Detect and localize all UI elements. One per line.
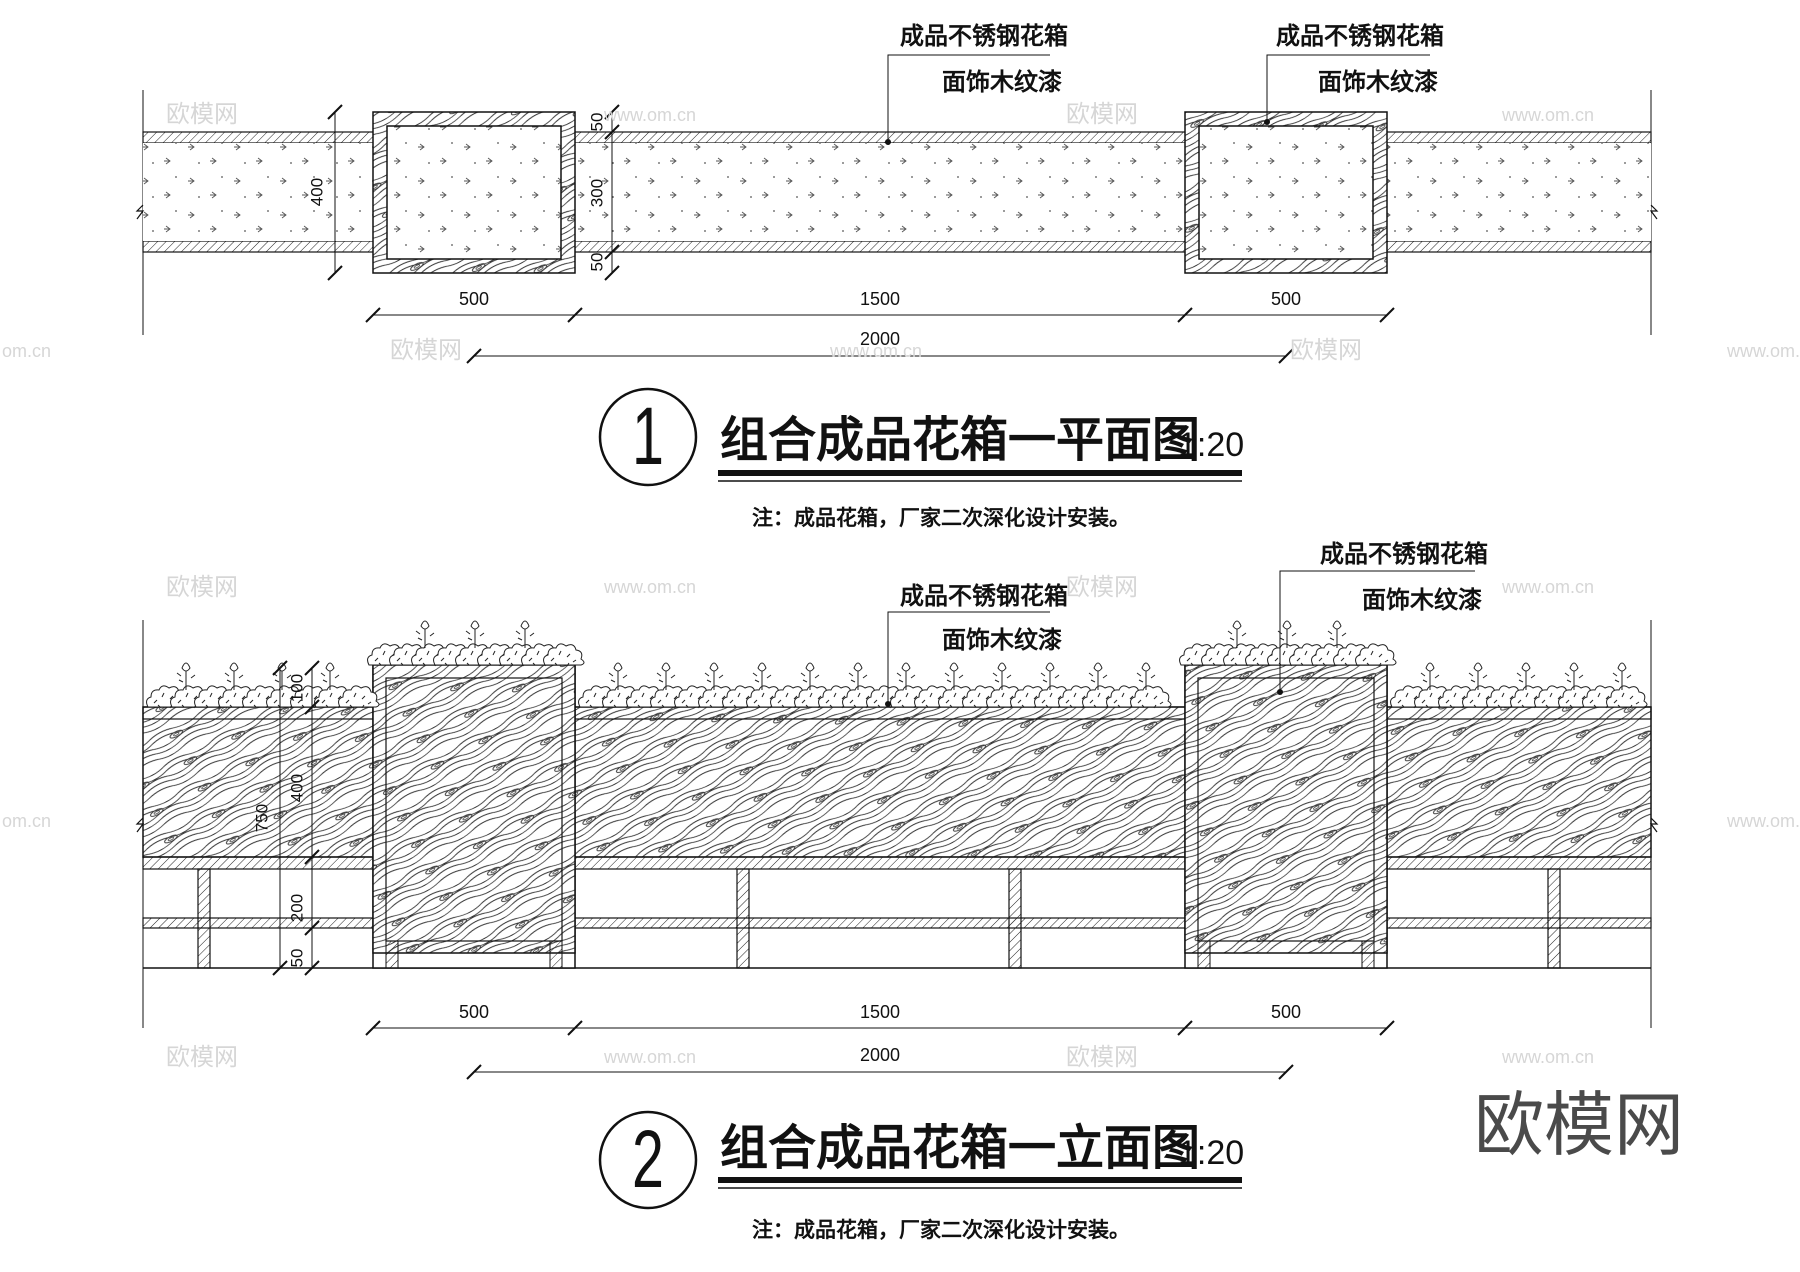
watermark-url: www.om.cn bbox=[1502, 105, 1595, 125]
plant-flower bbox=[1420, 662, 1440, 691]
plant-flower bbox=[224, 662, 244, 691]
watermark-brand: 欧模网 bbox=[390, 336, 462, 364]
plant-flower bbox=[656, 662, 676, 691]
plan-break-left bbox=[135, 204, 145, 220]
plan-planter-box-1-inner bbox=[386, 125, 562, 260]
elev-callout-1-leader bbox=[887, 611, 1050, 704]
elev-leg-4 bbox=[1547, 868, 1561, 969]
plan-callout-2-leader bbox=[1266, 54, 1430, 122]
elevation-view bbox=[135, 570, 1659, 1210]
watermark-url: www.om.cn bbox=[830, 341, 923, 361]
elev-lower-rail bbox=[142, 917, 1652, 929]
watermark-url: www.om.cn bbox=[1502, 1047, 1595, 1067]
elev-dim-2000: 2000 bbox=[859, 1045, 901, 1065]
watermark-url: www.om.cn bbox=[604, 1047, 697, 1067]
elev-dim-100: 100 bbox=[287, 673, 307, 703]
elev-callout-2-leader bbox=[1279, 570, 1475, 692]
watermark-brand: 欧模网 bbox=[166, 1043, 238, 1071]
plan-callout-1-line1: 成品不锈钢花箱 bbox=[900, 22, 1068, 50]
elev-dim-50: 50 bbox=[287, 948, 307, 968]
watermark-url: www.om.cn bbox=[1727, 341, 1800, 361]
elev-long-planter bbox=[142, 706, 1652, 858]
elev-title-circle bbox=[598, 1110, 698, 1210]
elev-plants bbox=[146, 620, 1648, 709]
elev-leg-3 bbox=[1008, 868, 1022, 969]
plant-flower bbox=[1468, 662, 1488, 691]
plan-title: 组合成品花箱一平面图 bbox=[720, 412, 1201, 468]
plant-flower bbox=[1277, 620, 1297, 649]
elev-dim-200: 200 bbox=[287, 893, 307, 923]
watermark-url: www.om.cn bbox=[604, 577, 697, 597]
plan-dim-1500: 1500 bbox=[859, 289, 901, 309]
plant-flower bbox=[1040, 662, 1060, 691]
plant-flower bbox=[1088, 662, 1108, 691]
plan-bottom-rail bbox=[142, 240, 1652, 253]
elev-dim-1500: 1500 bbox=[859, 1002, 901, 1022]
plant-flower bbox=[465, 620, 485, 649]
plan-dim-300: 300 bbox=[587, 178, 607, 208]
plan-dim-500-right: 500 bbox=[1270, 289, 1302, 309]
elev-panel-bottom-rail bbox=[142, 856, 1652, 870]
elev-dim-750: 750 bbox=[252, 803, 272, 833]
elev-dim-500-right: 500 bbox=[1270, 1002, 1302, 1022]
plan-callout-2-line1: 成品不锈钢花箱 bbox=[1276, 22, 1444, 50]
elev-scale: 1:20 bbox=[1178, 1134, 1245, 1172]
plant-flower bbox=[320, 662, 340, 691]
plant-flower bbox=[704, 662, 724, 691]
elev-leg-1 bbox=[197, 868, 211, 969]
plan-planter-box-2-inner bbox=[1198, 125, 1374, 260]
elev-leg-2 bbox=[736, 868, 750, 969]
plant-flower bbox=[896, 662, 916, 691]
elev-title-number: 2 bbox=[632, 1114, 664, 1205]
plan-note: 注：成品花箱，厂家二次深化设计安装。 bbox=[752, 506, 1130, 530]
plant-flower bbox=[992, 662, 1012, 691]
elev-callout-1-line1: 成品不锈钢花箱 bbox=[900, 582, 1068, 610]
plan-scale: 1:20 bbox=[1178, 426, 1245, 464]
plan-dim-2000: 2000 bbox=[859, 329, 901, 349]
plant-flower bbox=[752, 662, 772, 691]
watermark-url: www.om.cn bbox=[1727, 811, 1800, 831]
watermark-brand: 欧模网 bbox=[166, 573, 238, 601]
plan-dim-50-top: 50 bbox=[587, 112, 607, 132]
watermark-brand: 欧模网 bbox=[1066, 100, 1138, 128]
watermark-brand: 欧模网 bbox=[1066, 573, 1138, 601]
plan-dim-400: 400 bbox=[307, 177, 327, 207]
plan-callout-1-line2: 面饰木纹漆 bbox=[942, 68, 1062, 96]
plant-flower bbox=[944, 662, 964, 691]
elev-callout-2-line2: 面饰木纹漆 bbox=[1362, 586, 1482, 614]
plan-planting-bed bbox=[143, 143, 1651, 241]
plant-flower bbox=[608, 662, 628, 691]
watermark-brand: 欧模网 bbox=[1066, 1043, 1138, 1071]
plan-dim-50-bottom: 50 bbox=[587, 252, 607, 272]
plant-flower bbox=[176, 662, 196, 691]
plan-break-right bbox=[1649, 204, 1659, 220]
watermark-url: www.om.cn bbox=[1502, 577, 1595, 597]
plant-flower bbox=[1136, 662, 1156, 691]
watermark-brand: 欧模网 bbox=[166, 100, 238, 128]
elev-callout-2-line1: 成品不锈钢花箱 bbox=[1320, 540, 1488, 568]
plant-flower bbox=[1564, 662, 1584, 691]
watermark-brand: 欧模网 bbox=[1290, 336, 1362, 364]
brand-logo: 欧模网 bbox=[1474, 1084, 1684, 1166]
plan-dim-500-left: 500 bbox=[458, 289, 490, 309]
watermark-url: om.cn bbox=[2, 341, 52, 361]
plant-flower bbox=[1516, 662, 1536, 691]
plan-view bbox=[135, 54, 1659, 487]
elev-note: 注：成品花箱，厂家二次深化设计安装。 bbox=[752, 1218, 1130, 1242]
elev-dim-400: 400 bbox=[287, 773, 307, 803]
plant-flower bbox=[848, 662, 868, 691]
plant-flower bbox=[800, 662, 820, 691]
elev-title: 组合成品花箱一立面图 bbox=[720, 1120, 1201, 1176]
elev-callout-1-line2: 面饰木纹漆 bbox=[942, 626, 1062, 654]
plant-flower bbox=[1612, 662, 1632, 691]
plan-callout-1-leader bbox=[887, 54, 1050, 142]
watermark-url: www.om.cn bbox=[604, 105, 697, 125]
plan-callout-2-line2: 面饰木纹漆 bbox=[1318, 68, 1438, 96]
plan-title-number: 1 bbox=[632, 391, 664, 482]
plan-top-rail bbox=[142, 131, 1652, 144]
elev-dim-500-left: 500 bbox=[458, 1002, 490, 1022]
watermark-url: om.cn bbox=[2, 811, 52, 831]
plan-title-circle bbox=[598, 387, 698, 487]
